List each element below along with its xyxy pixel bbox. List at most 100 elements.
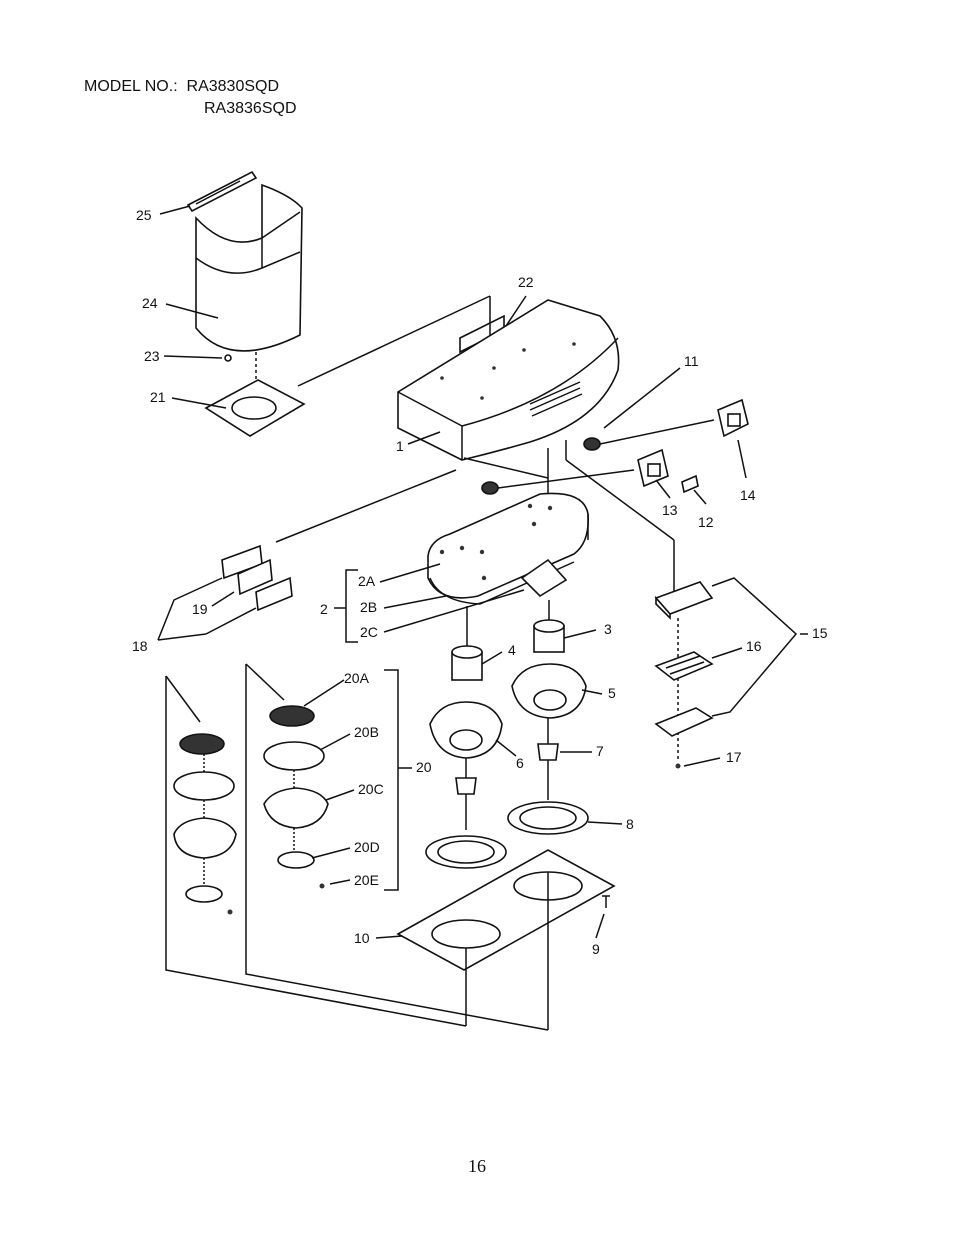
part-20B-filter [263, 741, 325, 771]
leader-20B [319, 733, 351, 751]
knob-lower [481, 481, 499, 495]
callout-21: 21 [150, 389, 166, 405]
part-20C-filter [263, 787, 329, 829]
leader-20D [311, 847, 351, 859]
callout-20A: 20A [344, 670, 370, 686]
part-21-duct-adapter [204, 379, 306, 437]
leader-10 [375, 935, 403, 939]
part-13-switch [637, 448, 669, 488]
leader-20C [325, 789, 355, 801]
model-number-2: RA3836SQD [204, 100, 297, 117]
callout-6: 6 [516, 755, 524, 771]
callout-20C: 20C [358, 781, 384, 797]
callout-17: 17 [726, 749, 742, 765]
blower-housing-dots [439, 503, 553, 581]
callout-1: 1 [396, 438, 404, 454]
part-16-circuit-board [654, 651, 714, 681]
page-number: 16 [468, 1156, 486, 1176]
part-23-screw [224, 354, 232, 362]
callout-14: 14 [740, 487, 756, 503]
part-20D-filter [277, 851, 315, 869]
leader-14 [737, 439, 747, 479]
callout-19: 19 [192, 601, 208, 617]
ring-left [425, 835, 507, 869]
cup-left [455, 777, 477, 795]
leader-22 [505, 295, 527, 327]
part-7-cup [537, 743, 559, 761]
leader-16 [711, 647, 743, 659]
callout-20B: 20B [354, 724, 379, 740]
leader-8 [587, 821, 623, 825]
callout-7: 7 [596, 743, 604, 759]
leader-11 [603, 367, 681, 429]
leader-24 [165, 303, 219, 319]
model-line-2: RA3836SQD [84, 98, 297, 120]
leader-12 [693, 489, 707, 505]
part-3-motor [533, 619, 565, 653]
hood-vents [529, 381, 583, 417]
callout-2C: 2C [360, 624, 378, 640]
leader-6 [495, 739, 517, 757]
part-9-screw [602, 895, 610, 908]
callout-3: 3 [604, 621, 612, 637]
model-line-1: MODEL NO.: RA3830SQD [84, 76, 297, 98]
callout-2A: 2A [358, 573, 376, 589]
part-12-clip [681, 474, 699, 494]
leader-4 [481, 651, 503, 665]
callout-2: 2 [320, 601, 328, 617]
callout-15: 15 [812, 625, 828, 641]
part-5-blower-wheel [511, 663, 587, 719]
callout-20D: 20D [354, 839, 380, 855]
part-6-blower-wheel [429, 701, 503, 759]
leader-3 [563, 629, 597, 639]
part-11-knob [583, 437, 601, 451]
part-17-screw [675, 763, 681, 769]
callout-23: 23 [144, 348, 160, 364]
leader-5 [581, 689, 603, 695]
leader-1 [407, 431, 441, 445]
callout-24: 24 [142, 295, 158, 311]
callout-2B: 2B [360, 599, 377, 615]
part-15-control-box [654, 581, 714, 620]
leader-21 [171, 397, 227, 409]
leader-13 [655, 479, 671, 499]
model-number-1: RA3830SQD [186, 78, 280, 95]
leader-2A [379, 563, 441, 583]
callout-25: 25 [136, 207, 152, 223]
part-8-ring [507, 801, 589, 835]
callout-5: 5 [608, 685, 616, 701]
part-24-flue-cover [195, 183, 303, 352]
part-25-bracket [186, 170, 258, 213]
leader-9 [595, 913, 605, 939]
leader-23 [163, 355, 223, 359]
callout-12: 12 [698, 514, 714, 530]
part-4-motor [451, 645, 483, 681]
callout-16: 16 [746, 638, 762, 654]
callout-13: 13 [662, 502, 678, 518]
part-16-cover-plate [654, 707, 714, 737]
part-14-switch [717, 398, 749, 438]
part-1-hood-body [397, 299, 620, 461]
callout-11: 11 [684, 353, 699, 369]
model-label: MODEL NO.: [84, 78, 178, 95]
leader-2C [383, 589, 525, 633]
callout-22: 22 [518, 274, 534, 290]
callout-18: 18 [132, 638, 148, 654]
leader-2B [383, 595, 447, 609]
callout-9: 9 [592, 941, 600, 957]
model-number-block: MODEL NO.: RA3830SQD RA3836SQD [84, 76, 297, 120]
filter-stack-left [173, 733, 237, 915]
part-20E-screw [319, 883, 325, 889]
callout-8: 8 [626, 816, 634, 832]
part-2A-blower-housing [427, 492, 590, 605]
part-20A-filter [269, 705, 315, 727]
callout-4: 4 [508, 642, 516, 658]
part-19-panels [221, 544, 293, 612]
part-2C-outlet [520, 558, 568, 598]
leader-20E [329, 879, 351, 885]
leader-17 [683, 757, 721, 767]
leader-20A [303, 679, 345, 707]
callout-10: 10 [354, 930, 370, 946]
callout-20E: 20E [354, 872, 379, 888]
